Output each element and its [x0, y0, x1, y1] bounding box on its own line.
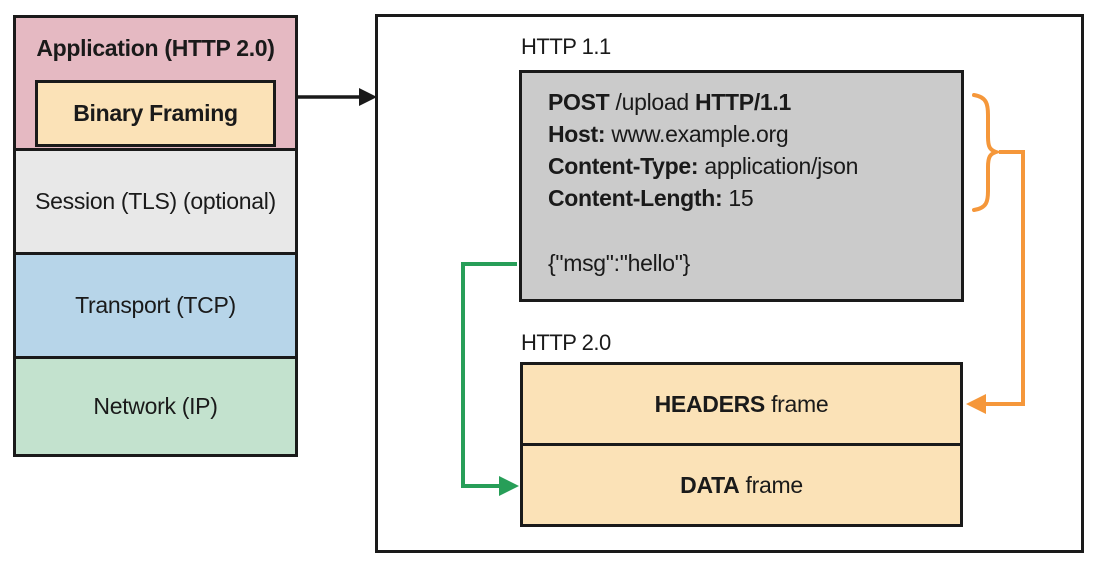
layer-transport: Transport (TCP)	[16, 252, 295, 356]
request-line-content-length: Content-Length: 15	[548, 184, 754, 212]
layer-network-label: Network (IP)	[93, 393, 218, 419]
data-frame-rest: frame	[739, 471, 804, 498]
protocol-stack: Application (HTTP 2.0) Binary Framing Se…	[13, 15, 298, 457]
request-body: {"msg":"hello"}	[548, 250, 690, 276]
layer-session: Session (TLS) (optional)	[16, 148, 295, 252]
content-type-value: application/json	[698, 153, 859, 179]
layer-network: Network (IP)	[16, 356, 295, 454]
layer-binary-framing: Binary Framing	[35, 80, 276, 147]
http11-request-box: POST /upload HTTP/1.1 Host: www.example.…	[519, 70, 964, 302]
request-method: POST	[548, 89, 610, 115]
headers-frame-row: HEADERS frame	[523, 365, 960, 443]
http2-frames-box: HEADERS frame DATA frame	[520, 362, 963, 527]
host-header-value: www.example.org	[605, 121, 789, 147]
request-version: HTTP/1.1	[694, 89, 791, 115]
data-frame-row: DATA frame	[523, 443, 960, 524]
request-line-content-type: Content-Type: application/json	[548, 152, 858, 180]
layer-binary-framing-label: Binary Framing	[73, 100, 238, 126]
request-path: /upload	[609, 89, 695, 115]
layer-application-label: Application (HTTP 2.0)	[36, 35, 275, 61]
content-length-value: 15	[722, 185, 754, 211]
headers-frame-rest: frame	[764, 390, 829, 417]
stack-to-panel-arrow-icon	[298, 88, 377, 106]
layer-transport-label: Transport (TCP)	[75, 292, 236, 318]
host-header-label: Host:	[548, 121, 606, 147]
headers-frame-bold: HEADERS	[654, 390, 766, 417]
content-length-label: Content-Length:	[548, 185, 723, 211]
http11-label: HTTP 1.1	[521, 34, 611, 59]
http20-label: HTTP 2.0	[521, 330, 611, 355]
request-line-host: Host: www.example.org	[548, 120, 789, 148]
layer-session-label: Session (TLS) (optional)	[35, 188, 276, 214]
content-type-label: Content-Type:	[548, 153, 699, 179]
data-frame-bold: DATA	[680, 471, 740, 498]
request-line-start: POST /upload HTTP/1.1	[548, 88, 791, 116]
